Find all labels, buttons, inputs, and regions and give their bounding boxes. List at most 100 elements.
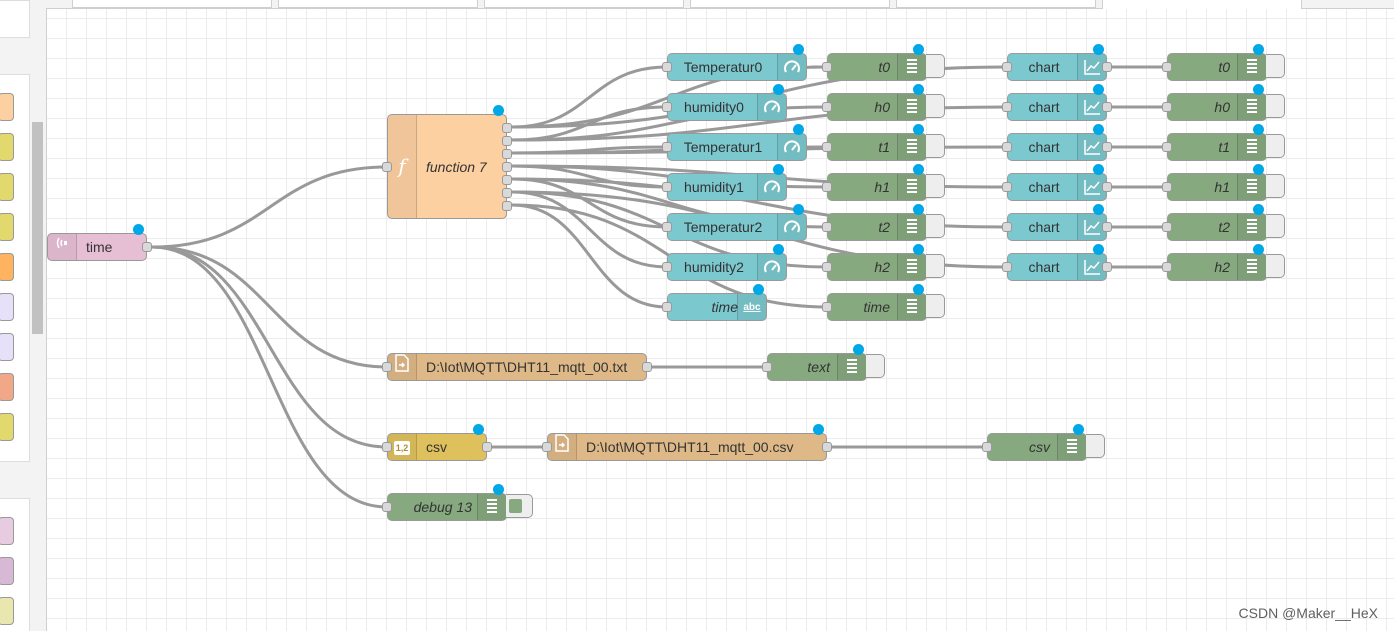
output-port[interactable] (1102, 62, 1112, 72)
debug-node-h2[interactable]: h2 (822, 244, 927, 281)
input-port[interactable] (662, 182, 672, 192)
debug-node-t0[interactable]: t0 (822, 44, 927, 81)
palette-node-switch[interactable] (0, 133, 14, 161)
input-port[interactable] (382, 502, 392, 512)
palette-node-template[interactable] (0, 253, 14, 281)
debug-node-t2[interactable]: t2 (822, 204, 927, 241)
input-port[interactable] (822, 182, 832, 192)
debug-toggle-button[interactable] (1266, 214, 1285, 238)
debug-node-csv[interactable]: csv (982, 424, 1087, 461)
palette-node-link-call[interactable] (0, 557, 14, 585)
debug-node-chart-h0[interactable]: h0 (1162, 84, 1267, 121)
debug-node-chart-h2[interactable]: h2 (1162, 244, 1267, 281)
chart-node-2[interactable]: chart (1002, 124, 1112, 161)
flow-tab[interactable] (484, 0, 684, 8)
palette-node-link-in[interactable] (0, 517, 14, 545)
output-port[interactable] (642, 362, 652, 372)
debug-toggle-button[interactable] (926, 214, 945, 238)
debug-node-h0[interactable]: h0 (822, 84, 927, 121)
gauge-node-humidity1[interactable]: humidity1 (662, 164, 787, 201)
gauge-node-temperatur2[interactable]: Temperatur2 (662, 204, 807, 241)
input-port[interactable] (1002, 222, 1012, 232)
text-node-time[interactable]: time abc (662, 284, 767, 321)
input-port[interactable] (1002, 262, 1012, 272)
output-port[interactable] (142, 242, 152, 252)
input-port[interactable] (1162, 62, 1172, 72)
palette-node-comment[interactable] (0, 597, 14, 625)
debug-node-text[interactable]: text (762, 344, 867, 381)
debug-toggle-button[interactable] (1266, 254, 1285, 278)
chart-node-4[interactable]: chart (1002, 204, 1112, 241)
output-port-2[interactable] (502, 136, 512, 146)
palette-node-function[interactable] (0, 93, 14, 121)
output-port-3[interactable] (502, 149, 512, 159)
input-port[interactable] (1162, 222, 1172, 232)
output-port[interactable] (1102, 142, 1112, 152)
input-port[interactable] (1002, 142, 1012, 152)
palette-node-delay[interactable] (0, 293, 14, 321)
output-port-5[interactable] (502, 175, 512, 185)
debug-node-chart-t1[interactable]: t1 (1162, 124, 1267, 161)
debug-toggle-button[interactable] (1266, 134, 1285, 158)
input-port[interactable] (662, 142, 672, 152)
gauge-node-temperatur0[interactable]: Temperatur0 (662, 44, 807, 81)
output-port-7[interactable] (502, 201, 512, 211)
debug-node-h1[interactable]: h1 (822, 164, 927, 201)
debug-toggle-button-active[interactable] (506, 494, 533, 518)
debug-toggle-button[interactable] (1266, 94, 1285, 118)
debug-toggle-button[interactable] (926, 254, 945, 278)
debug-node-time[interactable]: time (822, 284, 927, 321)
input-port[interactable] (382, 442, 392, 452)
file-node-csv[interactable]: D:\Iot\MQTT\DHT11_mqtt_00.csv (542, 424, 832, 461)
palette-node-change[interactable] (0, 173, 14, 201)
output-port[interactable] (1102, 182, 1112, 192)
gauge-node-temperatur1[interactable]: Temperatur1 (662, 124, 807, 161)
debug-node-13[interactable]: debug 13 (382, 484, 507, 521)
chart-node-3[interactable]: chart (1002, 164, 1112, 201)
csv-node[interactable]: 1,2 csv (382, 424, 492, 461)
input-port[interactable] (1162, 102, 1172, 112)
output-port[interactable] (1102, 262, 1112, 272)
output-port-6[interactable] (502, 188, 512, 198)
input-port[interactable] (662, 62, 672, 72)
input-port[interactable] (822, 102, 832, 112)
input-port[interactable] (1002, 102, 1012, 112)
function-node[interactable]: f function 7 (382, 105, 512, 219)
debug-toggle-button[interactable] (1266, 174, 1285, 198)
chart-node-5[interactable]: chart (1002, 244, 1112, 281)
input-port[interactable] (542, 442, 552, 452)
input-port[interactable] (382, 362, 392, 372)
debug-toggle-button[interactable] (866, 354, 885, 378)
input-port[interactable] (982, 442, 992, 452)
input-port[interactable] (822, 302, 832, 312)
palette-node-range[interactable] (0, 213, 14, 241)
palette-scrollbar[interactable] (32, 122, 43, 334)
flow-tab[interactable] (896, 0, 1096, 8)
input-port[interactable] (822, 62, 832, 72)
debug-node-t1[interactable]: t1 (822, 124, 927, 161)
input-port[interactable] (762, 362, 772, 372)
output-port-4[interactable] (502, 162, 512, 172)
flow-tab[interactable] (278, 0, 478, 8)
output-port-1[interactable] (502, 123, 512, 133)
flow-tab[interactable] (72, 0, 272, 8)
output-port[interactable] (1102, 222, 1112, 232)
input-port[interactable] (1162, 182, 1172, 192)
gauge-node-humidity2[interactable]: humidity2 (662, 244, 787, 281)
debug-node-chart-t0[interactable]: t0 (1162, 44, 1267, 81)
flow-tab[interactable] (690, 0, 890, 8)
inject-node-time[interactable]: time (47, 224, 152, 261)
input-port[interactable] (382, 162, 392, 172)
palette-node-exec[interactable] (0, 373, 14, 401)
debug-toggle-button[interactable] (926, 94, 945, 118)
output-port[interactable] (1102, 102, 1112, 112)
debug-toggle-button[interactable] (1266, 54, 1285, 78)
input-port[interactable] (662, 222, 672, 232)
debug-node-chart-t2[interactable]: t2 (1162, 204, 1267, 241)
input-port[interactable] (822, 222, 832, 232)
input-port[interactable] (1162, 142, 1172, 152)
debug-toggle-button[interactable] (926, 134, 945, 158)
chart-node-0[interactable]: chart (1002, 44, 1112, 81)
input-port[interactable] (822, 262, 832, 272)
palette-node-trigger[interactable] (0, 333, 14, 361)
